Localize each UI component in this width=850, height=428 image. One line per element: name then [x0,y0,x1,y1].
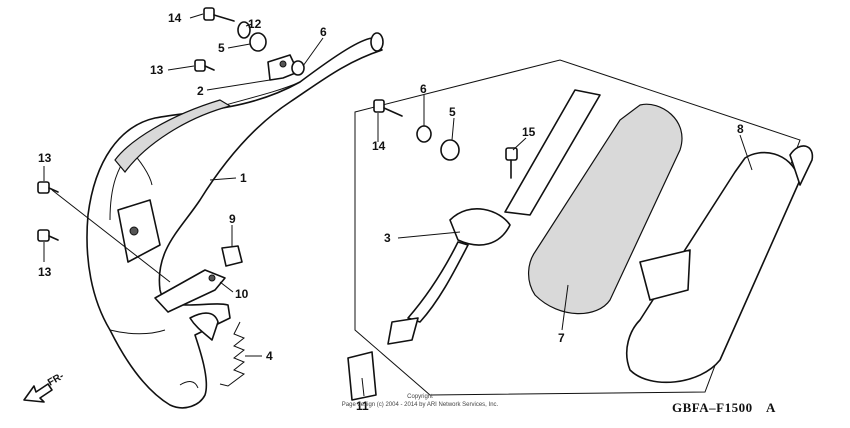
front-direction-arrow: FR- [23,371,66,403]
part-6-collar-a [291,60,305,76]
callouts: 14 12 5 6 13 2 1 13 13 9 10 4 14 6 5 15 … [38,11,744,413]
callout-13-a: 13 [150,63,164,77]
part-13-bolt-a [194,59,215,72]
part-14-bolt-a [203,7,235,22]
callout-5-b: 5 [449,105,456,119]
part-11-collar [347,351,377,401]
part-13-bolt-b [37,181,59,194]
part-10-bracket [154,269,226,313]
callout-14-b: 14 [372,139,386,153]
callout-2: 2 [197,84,204,98]
part-6-collar-b [416,125,432,143]
callout-9: 9 [229,212,236,226]
callout-12: 12 [248,17,262,31]
part-8-silencer-body [625,151,801,384]
callout-10: 10 [235,287,249,301]
part-7-packing [528,103,683,315]
leader-lines [43,13,753,397]
part-14-bolt-b [373,99,403,117]
part-4-spring [219,321,246,387]
callout-11: 11 [356,399,369,413]
callout-4: 4 [266,349,273,363]
callout-5-a: 5 [218,41,225,55]
callout-6-a: 6 [320,25,327,39]
callout-1: 1 [240,171,247,185]
callout-6-b: 6 [420,82,427,96]
copyright-line-1: Copyright [407,394,433,400]
callout-14-a: 14 [168,11,182,25]
copyright-line-2: Page design (c) 2004 - 2014 by ARI Netwo… [342,402,499,408]
figure-code-suffix: A [766,400,776,415]
figure-code: GBFA–F1500 [672,400,753,415]
part-13-bolt-c [37,229,59,242]
part-5-grommet-b [440,139,460,161]
part-9-damper [221,245,243,267]
callout-15: 15 [522,125,536,139]
silencer-group-outline [354,59,801,396]
front-label: FR- [46,371,66,389]
part-15-bolt [505,147,518,179]
callout-13-b: 13 [38,151,52,165]
part-5-grommet-a [249,32,267,52]
expansion-chamber [86,32,384,409]
callout-7: 7 [558,331,565,345]
callout-3: 3 [384,231,391,245]
callout-8: 8 [737,122,744,136]
callout-13-c: 13 [38,265,52,279]
part-3-inner-pipe [387,89,601,345]
